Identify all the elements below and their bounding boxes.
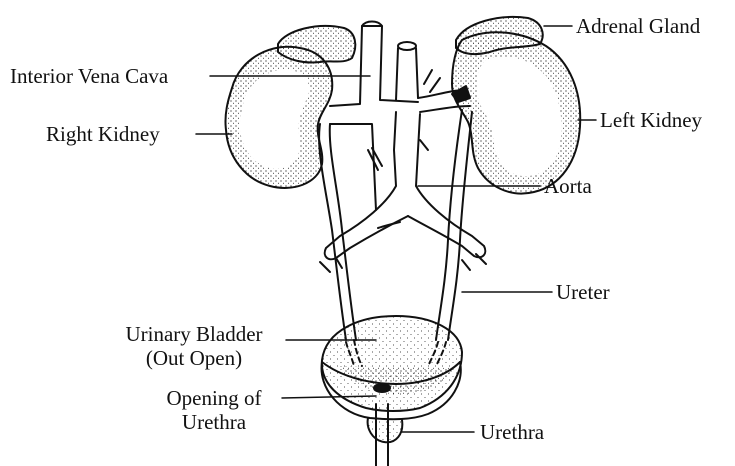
label-aorta: Aorta [544,174,592,198]
right-ureter [319,124,356,340]
label-left-kidney: Left Kidney [600,108,702,132]
label-right-kidney: Right Kidney [46,122,160,146]
label-urinary-bladder-line1: Urinary Bladder [106,322,282,346]
label-ureter: Ureter [556,280,610,304]
label-urethra: Urethra [480,420,544,444]
label-opening-urethra-line2: Urethra [146,410,282,434]
label-adrenal-gland: Adrenal Gland [576,14,700,38]
urinary-bladder [322,316,462,442]
label-opening-urethra-line1: Opening of [146,386,282,410]
label-urinary-bladder-line2: (Out Open) [106,346,282,370]
label-interior-vena-cava: Interior Vena Cava [10,64,168,88]
right-kidney [225,47,332,188]
